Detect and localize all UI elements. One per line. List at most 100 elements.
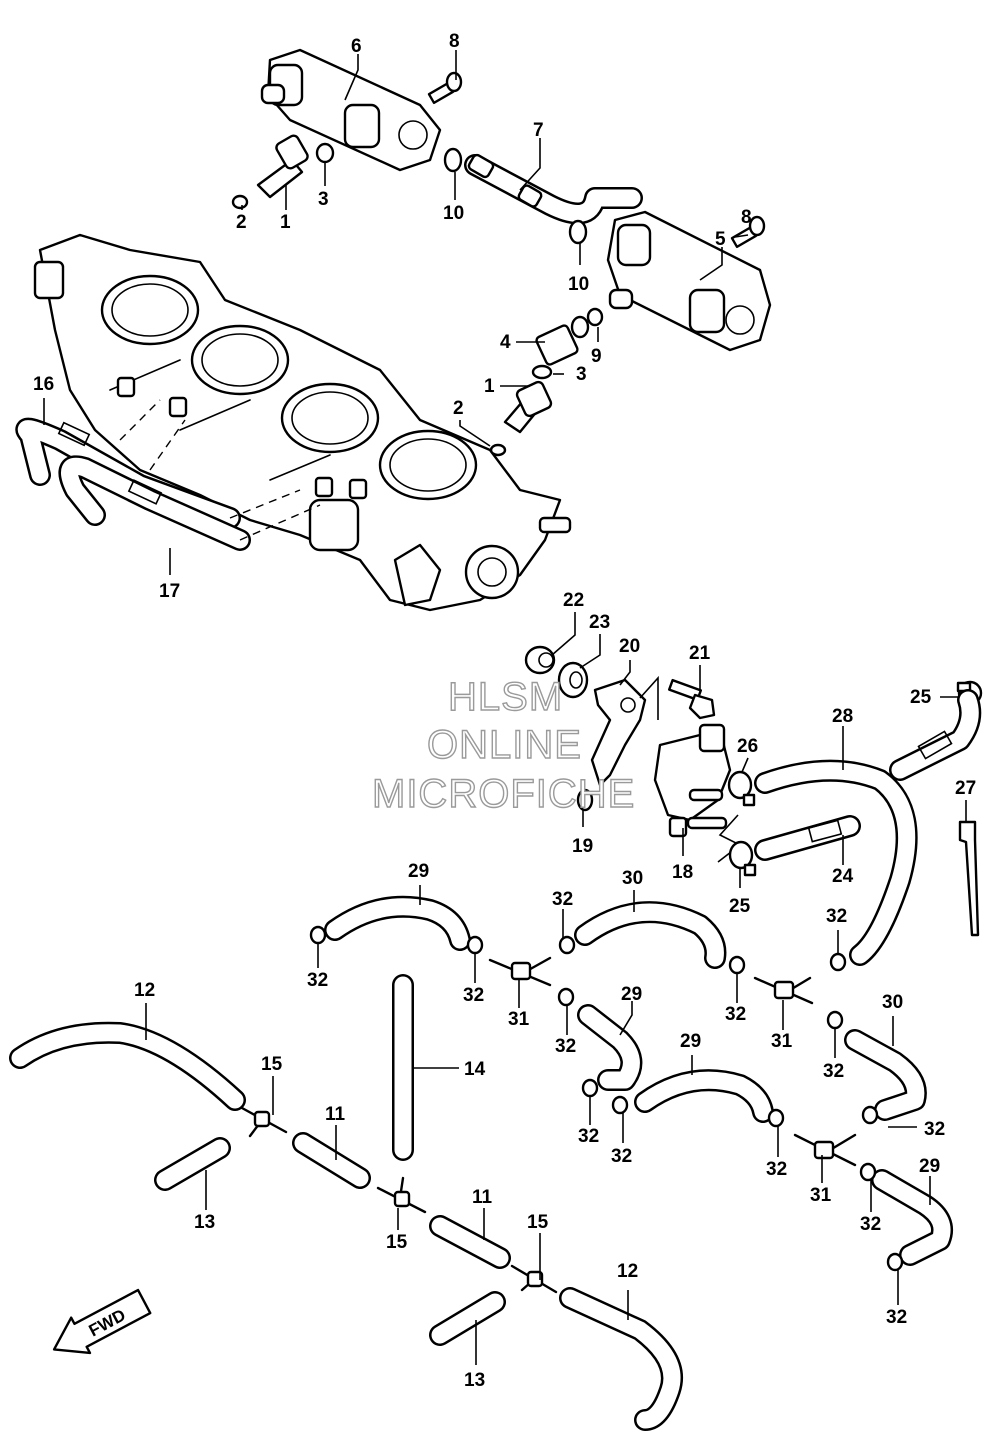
joint-31c xyxy=(793,1133,857,1167)
bolt-21 xyxy=(667,678,716,720)
callout-11a: 11 xyxy=(325,1104,346,1125)
callout-labels: 6 8 7 1 2 3 10 8 5 10 4 9 3 1 2 16 17 22… xyxy=(33,31,976,1391)
joint-15b xyxy=(376,1176,427,1214)
callout-32i: 32 xyxy=(578,1126,599,1147)
watermark-line-2: ONLINE xyxy=(427,723,582,767)
o-ring-2a xyxy=(231,194,249,210)
callout-2b: 2 xyxy=(453,398,464,419)
leader-dashed-16 xyxy=(119,399,321,541)
callout-30a: 30 xyxy=(622,868,643,889)
hose-12a xyxy=(9,1021,246,1111)
hose-12b xyxy=(559,1287,683,1431)
clamp-32-set xyxy=(309,925,904,1272)
callout-25a: 25 xyxy=(910,687,932,708)
callout-5: 5 xyxy=(715,229,726,250)
tie-27 xyxy=(958,820,980,937)
hose-29a xyxy=(324,895,471,951)
callout-32h: 32 xyxy=(924,1119,945,1140)
o-ring-10b xyxy=(568,219,588,245)
o-ring-2b xyxy=(489,443,507,457)
callout-8b: 8 xyxy=(741,207,752,228)
callout-10a: 10 xyxy=(443,203,464,224)
callout-31b: 31 xyxy=(771,1031,793,1052)
callout-32e: 32 xyxy=(725,1004,746,1025)
callout-12b: 12 xyxy=(617,1261,638,1282)
throttle-body-assembly xyxy=(33,233,572,612)
callout-19: 19 xyxy=(572,836,593,857)
hose-17 xyxy=(58,455,251,551)
clamp-25b xyxy=(728,840,757,877)
bracket-20 xyxy=(590,678,647,787)
hose-29b xyxy=(577,1004,643,1091)
callout-29b: 29 xyxy=(621,984,642,1005)
bolt-8a xyxy=(427,71,463,105)
clamp-26 xyxy=(727,770,756,807)
injector-1a xyxy=(256,134,309,199)
callout-25b: 25 xyxy=(729,896,751,917)
fwd-direction-arrow: FWD xyxy=(52,1288,152,1355)
callout-28: 28 xyxy=(832,706,853,727)
callout-32a: 32 xyxy=(552,889,573,910)
callout-21: 21 xyxy=(689,643,711,664)
hose-11a xyxy=(292,1132,371,1189)
callout-32j: 32 xyxy=(611,1146,632,1167)
callout-4: 4 xyxy=(500,332,511,353)
callout-23: 23 xyxy=(589,612,610,633)
callout-15a: 15 xyxy=(261,1054,283,1075)
callout-13b: 13 xyxy=(464,1370,485,1391)
callout-11b: 11 xyxy=(472,1187,493,1208)
o-ring-10a xyxy=(443,147,463,173)
callout-14: 14 xyxy=(464,1059,486,1080)
hose-29d xyxy=(871,1169,954,1266)
callout-7: 7 xyxy=(533,120,544,141)
solenoid-valve-18 xyxy=(653,723,732,838)
callout-32k: 32 xyxy=(766,1159,787,1180)
callout-32b: 32 xyxy=(826,906,847,927)
callout-29d: 29 xyxy=(919,1156,940,1177)
hose-13a xyxy=(154,1137,231,1191)
joint-31a xyxy=(488,956,552,987)
callout-15b: 15 xyxy=(527,1212,549,1233)
hose-30a xyxy=(574,901,727,969)
callout-9: 9 xyxy=(591,346,602,367)
callout-3b: 3 xyxy=(576,364,587,385)
grommet-19 xyxy=(576,788,594,812)
callout-32m: 32 xyxy=(886,1307,907,1328)
cushion-23 xyxy=(557,661,589,699)
hose-28 xyxy=(754,689,982,966)
callout-32l: 32 xyxy=(860,1214,881,1235)
callout-2a: 2 xyxy=(236,212,247,233)
callout-12a: 12 xyxy=(134,980,155,1001)
hose-16 xyxy=(15,417,241,529)
callout-10b: 10 xyxy=(568,274,589,295)
callout-17: 17 xyxy=(159,581,180,602)
hose-29c xyxy=(634,1069,774,1123)
callout-1b: 1 xyxy=(484,376,495,397)
leader-lines xyxy=(43,50,967,1365)
washer-22 xyxy=(524,645,556,675)
callout-16: 16 xyxy=(33,374,54,395)
fuel-pipe-7 xyxy=(464,153,643,225)
callout-22: 22 xyxy=(563,590,584,611)
o-ring-3a xyxy=(315,142,335,164)
callout-31c: 31 xyxy=(810,1185,832,1206)
callout-13a: 13 xyxy=(194,1212,215,1233)
o-ring-9 xyxy=(586,307,604,327)
callout-27: 27 xyxy=(955,778,976,799)
watermark-line-3: MICROFICHE xyxy=(372,772,635,816)
callout-29c: 29 xyxy=(680,1031,701,1052)
callout-32d: 32 xyxy=(463,985,484,1006)
callout-32c: 32 xyxy=(307,970,328,991)
callout-1a: 1 xyxy=(280,212,291,233)
callout-30b: 30 xyxy=(882,992,903,1013)
callout-32f: 32 xyxy=(555,1036,576,1057)
injector-1b xyxy=(503,380,553,434)
joint-15a xyxy=(240,1106,288,1138)
callout-24: 24 xyxy=(832,866,854,887)
callout-3a: 3 xyxy=(318,189,329,210)
bolt-8b xyxy=(730,215,766,249)
hose-13b xyxy=(429,1291,506,1346)
hose-24 xyxy=(754,815,861,861)
bracket-divider xyxy=(639,675,659,720)
